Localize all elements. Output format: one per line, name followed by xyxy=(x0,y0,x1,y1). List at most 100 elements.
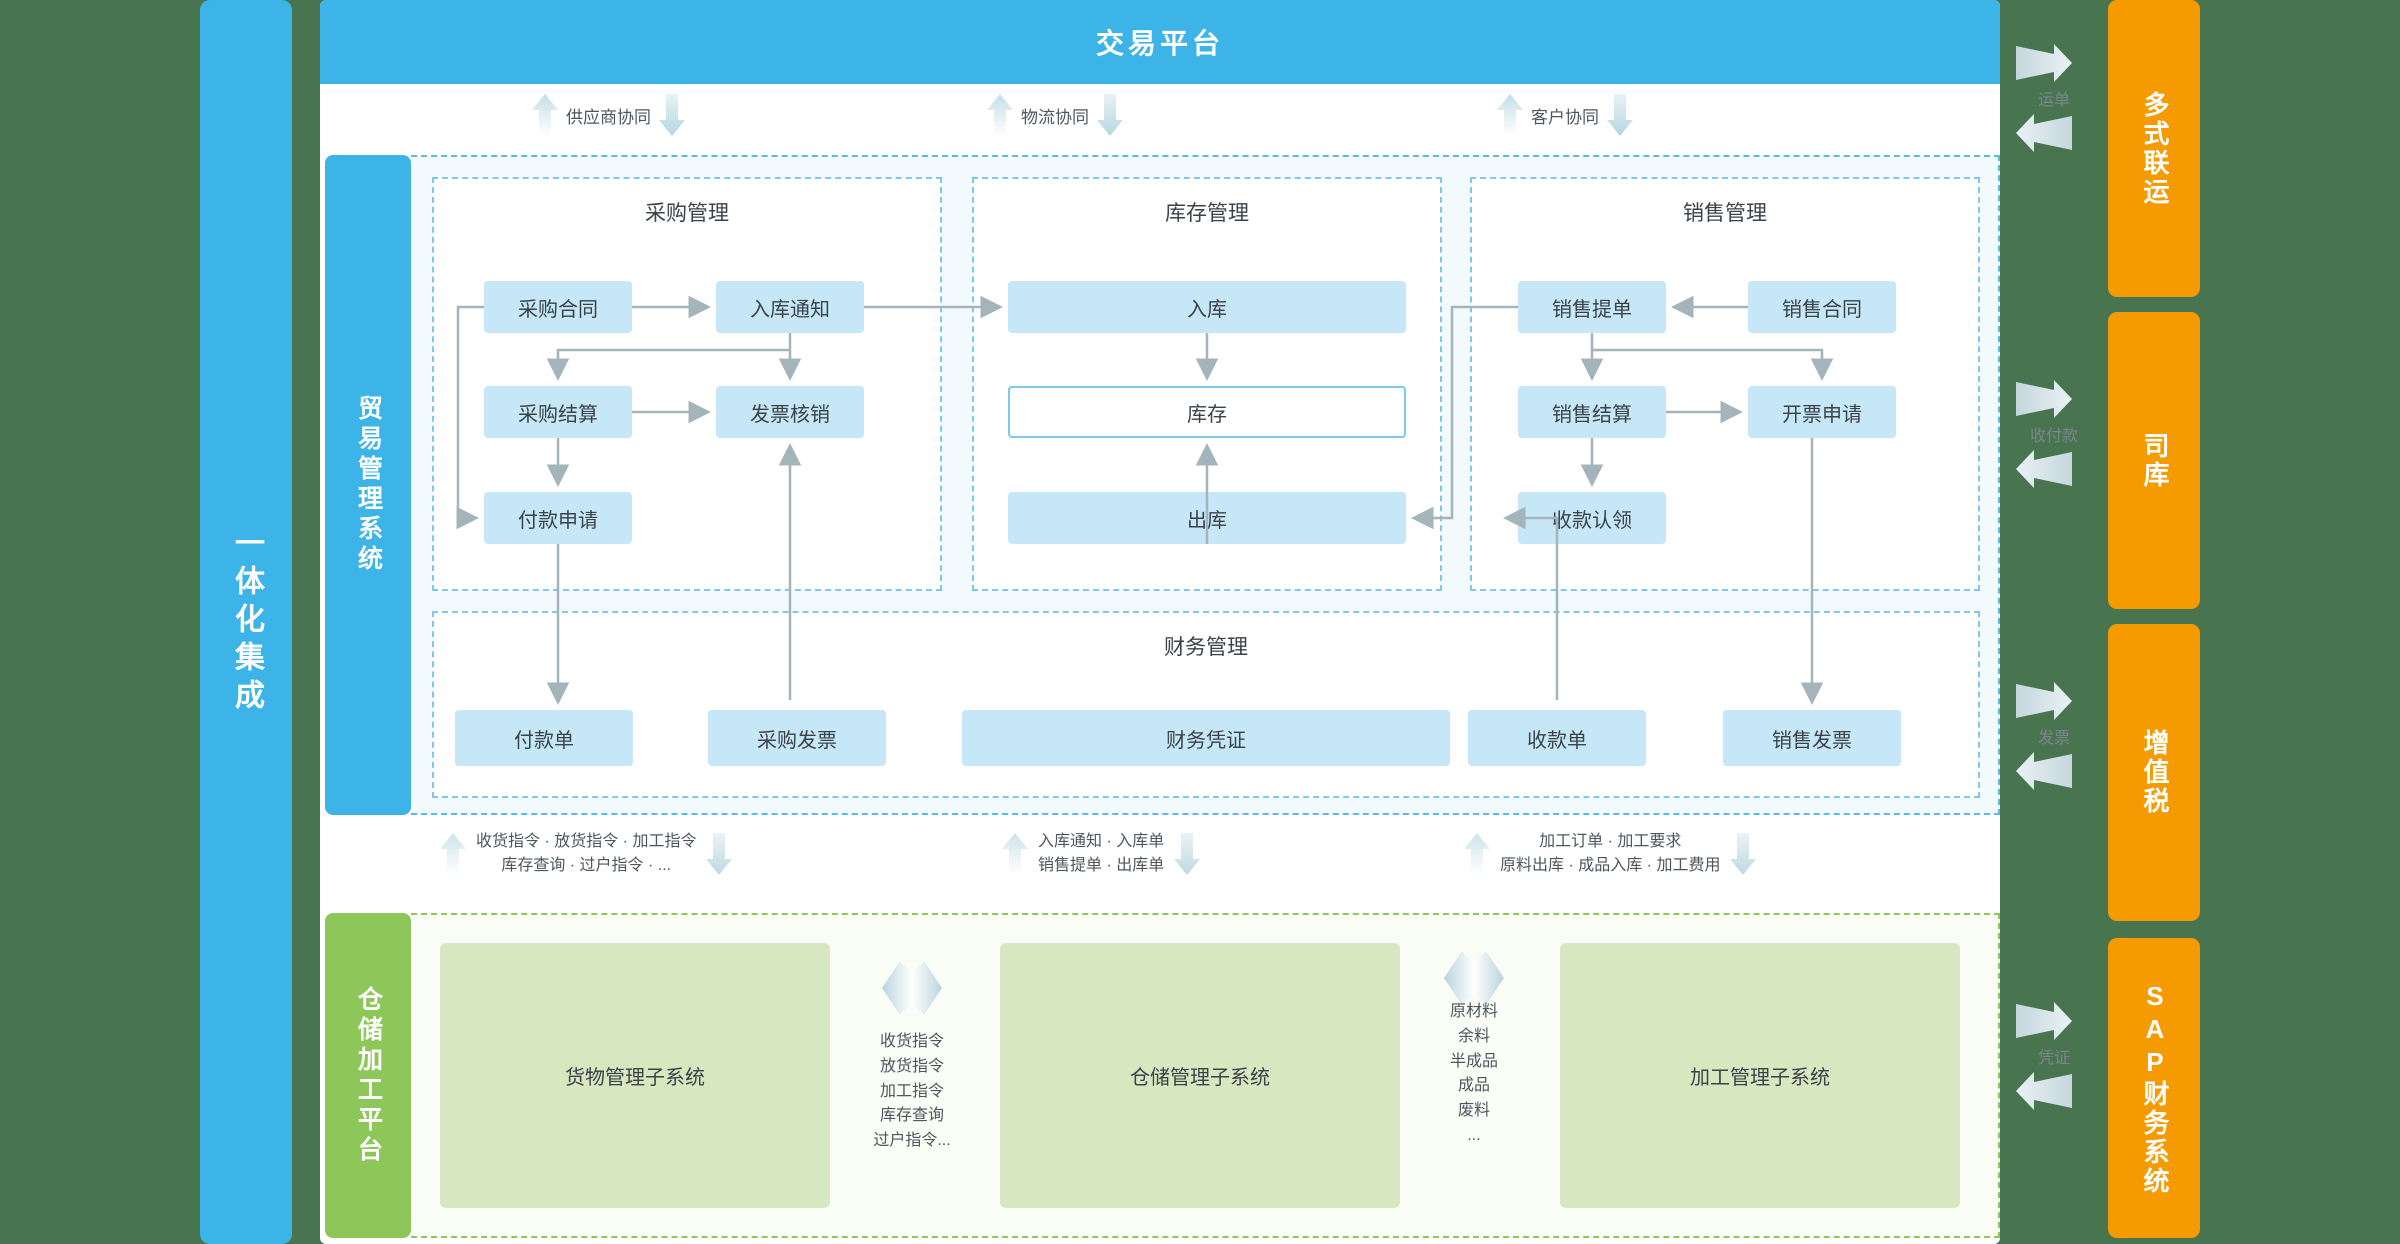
arrow-up-icon xyxy=(1002,833,1028,875)
module-title: 财务管理 xyxy=(1164,636,1248,659)
arrow-down-icon xyxy=(1174,833,1201,875)
mid-label-line2: 库存查询 · 过户指令 · ... xyxy=(501,857,672,874)
mid-label: 收货指令 · 放货指令 · 加工指令 库存查询 · 过户指令 · ... xyxy=(476,830,696,878)
flow-item: ... xyxy=(1467,1126,1481,1144)
node-purchase-contract[interactable]: 采购合同 xyxy=(484,281,632,333)
node-sales-lading[interactable]: 销售提单 xyxy=(1518,281,1666,333)
node-stock[interactable]: 库存 xyxy=(1008,386,1406,438)
arrow-right-icon xyxy=(2016,682,2072,720)
mid-label-line2: 销售提单 · 出库单 xyxy=(1038,857,1165,874)
flow-item: 库存查询 xyxy=(879,1107,944,1125)
flow-item: 余料 xyxy=(1457,1027,1490,1045)
external-exchange-label: 收付款 xyxy=(2029,428,2078,445)
external-system-label: 多式联运 xyxy=(2139,90,2170,207)
warehouse-instruction-band: 收货指令 · 放货指令 · 加工指令 库存查询 · 过户指令 · ... 入库通… xyxy=(320,820,2000,913)
trade-management-sidebar: 贸易管理系统 xyxy=(325,155,411,815)
page-title: 交易平台 xyxy=(1095,28,1224,59)
node-receipt-voucher[interactable]: 收款单 xyxy=(1468,710,1646,766)
arrow-left-icon xyxy=(2016,752,2072,790)
collab-logistics: 物流协同 xyxy=(985,92,1125,138)
subsystem-processing[interactable]: 加工管理子系统 xyxy=(1560,943,1960,1208)
node-sales-invoice[interactable]: 销售发票 xyxy=(1723,710,1901,766)
module-title: 库存管理 xyxy=(1165,202,1249,225)
arrow-up-icon xyxy=(532,94,558,136)
node-payment-request[interactable]: 付款申请 xyxy=(484,492,632,544)
collab-supplier: 供应商协同 xyxy=(530,92,687,138)
collab-label: 供应商协同 xyxy=(566,107,651,127)
arrow-right-icon xyxy=(2016,1002,2072,1040)
collab-label: 物流协同 xyxy=(1021,107,1089,127)
node-finance-voucher[interactable]: 财务凭证 xyxy=(962,710,1450,766)
arrow-down-icon xyxy=(1097,94,1123,136)
external-exchange-label: 发票 xyxy=(2037,730,2070,747)
node-sales-settlement[interactable]: 销售结算 xyxy=(1518,386,1666,438)
flow-item: 原材料 xyxy=(1449,1003,1498,1020)
subsystem-goods[interactable]: 货物管理子系统 xyxy=(440,943,830,1208)
node-inbound-notice[interactable]: 入库通知 xyxy=(716,281,864,333)
flow-item: 半成品 xyxy=(1449,1052,1498,1070)
arrow-right-icon xyxy=(2016,44,2072,82)
arrow-left-icon xyxy=(2016,114,2072,152)
mid-label-line2: 原料出库 · 成品入库 · 加工费用 xyxy=(1500,857,1721,874)
arrow-up-icon xyxy=(987,94,1013,136)
warehouse-sidebar-label: 仓储加工平台 xyxy=(354,985,383,1166)
external-system-treasury[interactable]: 司库 xyxy=(2108,312,2200,609)
external-system-label: SAP财务系统 xyxy=(2139,980,2170,1196)
flow-labels-warehouse-processing: 原材料 余料 半成品 成品 废料 ... xyxy=(1424,1000,1524,1149)
platform-header: 交易平台 xyxy=(320,0,2000,84)
mid-label-line1: 入库通知 · 入库单 xyxy=(1038,833,1165,850)
integration-label: 一体化集成 xyxy=(230,527,263,717)
trade-sidebar-label: 贸易管理系统 xyxy=(354,395,383,575)
arrow-up-icon xyxy=(440,833,466,875)
arrow-down-icon xyxy=(659,94,685,136)
external-exchange-label: 运单 xyxy=(2037,92,2070,109)
arrow-up-icon xyxy=(1497,94,1523,136)
arrow-down-icon xyxy=(1607,94,1633,136)
node-invoice-request[interactable]: 开票申请 xyxy=(1748,386,1896,438)
mid-label: 入库通知 · 入库单 销售提单 · 出库单 xyxy=(1038,830,1164,878)
flow-item: 过户指令... xyxy=(873,1132,951,1150)
node-sales-contract[interactable]: 销售合同 xyxy=(1748,281,1896,333)
flow-item: 废料 xyxy=(1457,1102,1490,1120)
external-system-label: 增值税 xyxy=(2139,729,2170,816)
node-receipt-claim[interactable]: 收款认领 xyxy=(1518,492,1666,544)
external-system-multimodal[interactable]: 多式联运 xyxy=(2108,0,2200,297)
node-outbound[interactable]: 出库 xyxy=(1008,492,1406,544)
external-system-label: 司库 xyxy=(2139,431,2170,490)
mid-flow-goods: 收货指令 · 放货指令 · 加工指令 库存查询 · 过户指令 · ... xyxy=(438,830,734,878)
mid-label-line1: 收货指令 · 放货指令 · 加工指令 xyxy=(476,833,697,850)
external-exchange-label: 凭证 xyxy=(2037,1050,2070,1067)
node-inbound[interactable]: 入库 xyxy=(1008,281,1406,333)
node-purchase-settlement[interactable]: 采购结算 xyxy=(484,386,632,438)
collab-customer: 客户协同 xyxy=(1495,92,1635,138)
bidirectional-arrow-icon xyxy=(882,961,942,1015)
arrow-left-icon xyxy=(2016,1072,2072,1110)
integration-sidebar: 一体化集成 xyxy=(200,0,292,1244)
flow-item: 成品 xyxy=(1457,1077,1490,1095)
module-finance: 财务管理 xyxy=(432,611,1980,798)
node-invoice-writeoff[interactable]: 发票核销 xyxy=(716,386,864,438)
collab-label: 客户协同 xyxy=(1531,107,1599,127)
collaboration-band: 供应商协同 物流协同 客户协同 xyxy=(320,84,2000,152)
flow-item: 收货指令 xyxy=(879,1033,944,1050)
flow-labels-goods-warehouse: 收货指令 放货指令 加工指令 库存查询 过户指令... xyxy=(862,1030,962,1154)
mid-flow-processing: 加工订单 · 加工要求 原料出库 · 成品入库 · 加工费用 xyxy=(1462,830,1758,878)
bidirectional-arrow-icon xyxy=(1444,951,1504,1005)
external-system-sap[interactable]: SAP财务系统 xyxy=(2108,938,2200,1238)
arrow-left-icon xyxy=(2016,450,2072,488)
module-title: 销售管理 xyxy=(1683,202,1767,225)
arrow-down-icon xyxy=(706,833,733,875)
warehouse-platform-sidebar: 仓储加工平台 xyxy=(325,913,411,1238)
external-system-vat[interactable]: 增值税 xyxy=(2108,624,2200,921)
mid-flow-warehouse: 入库通知 · 入库单 销售提单 · 出库单 xyxy=(1000,830,1202,878)
arrow-right-icon xyxy=(2016,380,2072,418)
flow-item: 加工指令 xyxy=(879,1082,944,1100)
subsystem-warehouse[interactable]: 仓储管理子系统 xyxy=(1000,943,1400,1208)
flow-item: 放货指令 xyxy=(879,1057,944,1075)
module-title: 采购管理 xyxy=(645,202,729,225)
mid-label: 加工订单 · 加工要求 原料出库 · 成品入库 · 加工费用 xyxy=(1500,830,1720,878)
node-purchase-invoice[interactable]: 采购发票 xyxy=(708,710,886,766)
node-payment-voucher[interactable]: 付款单 xyxy=(455,710,633,766)
arrow-down-icon xyxy=(1730,833,1757,875)
mid-label-line1: 加工订单 · 加工要求 xyxy=(1539,833,1682,850)
